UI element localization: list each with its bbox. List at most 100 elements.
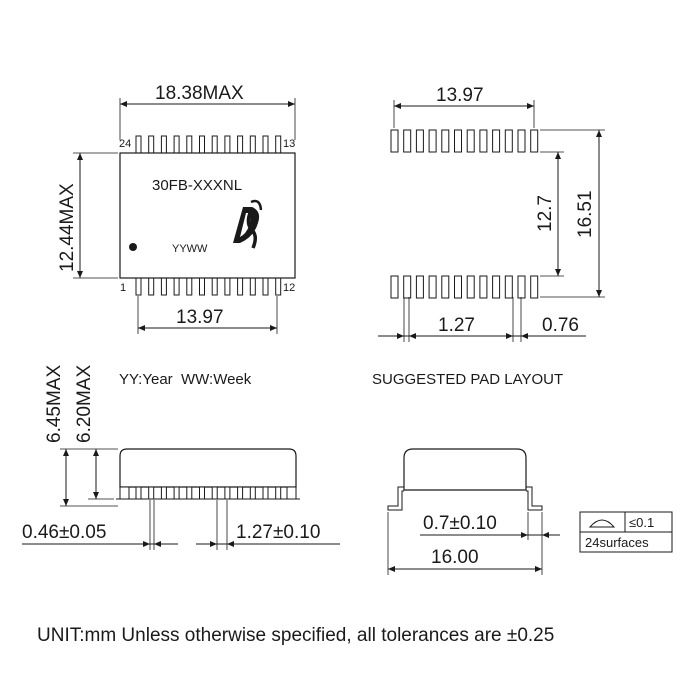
top-view-pin	[186, 135, 193, 154]
top-view-pin	[148, 135, 155, 154]
pad	[517, 129, 526, 153]
pads-lower-row	[390, 275, 539, 299]
pad	[415, 129, 424, 153]
top-view-pins-upper	[135, 135, 282, 154]
pad	[492, 275, 501, 299]
lead-width-label: 0.46±0.05	[22, 522, 106, 543]
end-foot-arrows	[521, 532, 549, 538]
top-view-pin	[160, 135, 167, 154]
foot-length-label: 0.7±0.10	[423, 513, 497, 534]
pad	[390, 275, 399, 299]
top-view-pins-lower	[135, 277, 282, 296]
date-code-label: YYWW	[172, 243, 208, 255]
top-view: 24 13 1 12 30FB-XXXNL YYWW 18.38MAX 12.4…	[57, 83, 296, 334]
pad	[441, 129, 450, 153]
pin-24-label: 24	[119, 138, 131, 150]
pin-1-label: 1	[120, 282, 126, 294]
footer-note: UNIT:mm Unless otherwise specified, all …	[37, 625, 554, 646]
top-view-pin	[237, 135, 244, 154]
pin1-dot	[129, 243, 137, 251]
pad	[479, 129, 488, 153]
end-view: 0.7±0.10 16.00 ≤0.1 24surfaces	[387, 448, 673, 575]
top-view-pin	[199, 277, 205, 296]
top-view-pin	[224, 135, 231, 154]
lead-pitch-label: 1.27±0.10	[236, 522, 320, 543]
side-view-leads	[119, 486, 297, 500]
side-view-standoff	[286, 486, 297, 500]
side-view: 6.45MAX 6.20MAX 0.46±0.05 1.27±0.10	[22, 365, 340, 550]
pad	[504, 129, 513, 153]
side-view-lead	[249, 486, 256, 500]
side-view-lead	[224, 486, 231, 500]
side-view-lead	[135, 486, 142, 500]
top-view-pin	[249, 277, 256, 296]
pad-w-arrows	[506, 333, 528, 339]
top-view-pin	[135, 277, 142, 296]
coplanarity-value: ≤0.1	[629, 515, 654, 530]
pad	[403, 275, 412, 299]
pad	[403, 129, 412, 153]
top-view-pin	[199, 135, 205, 154]
coplanarity-icon	[588, 519, 616, 528]
top-width-label: 18.38MAX	[155, 83, 244, 104]
pad	[441, 275, 450, 299]
side-view-lead	[211, 486, 218, 500]
top-height-label: 12.44MAX	[57, 183, 78, 272]
top-view-pin	[186, 277, 193, 296]
top-view-pin	[224, 277, 231, 296]
pad	[390, 129, 399, 153]
side-view-lead	[148, 486, 155, 500]
top-view-pin	[275, 277, 282, 296]
top-view-pin	[173, 277, 180, 296]
pad	[454, 275, 462, 299]
side-view-lead	[173, 486, 180, 500]
pad-outer-label: 16.51	[575, 190, 596, 238]
part-number-label: 30FB-XXXNL	[152, 177, 242, 194]
pad-pitch-arrows	[397, 333, 416, 339]
pad	[428, 275, 437, 299]
side-lp-arrows	[210, 541, 234, 547]
side-view-body	[119, 448, 297, 488]
side-view-lead	[186, 486, 193, 500]
top-view-pin	[148, 277, 155, 296]
pad-layout-caption: SUGGESTED PAD LAYOUT	[372, 371, 563, 388]
top-view-pin	[275, 135, 282, 154]
top-view-body	[119, 152, 296, 279]
top-view-pin	[211, 277, 218, 296]
pad	[466, 129, 475, 153]
pad	[504, 275, 513, 299]
side-view-lead	[160, 486, 167, 500]
side-view-lead	[275, 486, 282, 500]
pad-pitch-label: 1.27	[438, 315, 475, 336]
side-lw-arrows	[143, 541, 161, 547]
pad-inner-label: 12.7	[535, 195, 556, 232]
pad	[415, 275, 424, 299]
pin-12-label: 12	[283, 282, 295, 294]
end-right-lead	[526, 486, 543, 511]
pad	[530, 275, 539, 299]
top-view-pin	[173, 135, 180, 154]
top-view-pin	[135, 135, 142, 154]
side-h-arrows	[63, 449, 69, 506]
lead-span-label: 16.00	[431, 547, 479, 568]
top-view-pin	[160, 277, 167, 296]
pad-w-label: 0.76	[542, 315, 579, 336]
top-view-pin	[262, 135, 269, 154]
top-span-label: 13.97	[176, 307, 224, 328]
side-view-standoff	[119, 486, 130, 500]
pad-width-label: 13.97	[436, 85, 484, 106]
pad	[428, 129, 437, 153]
ds-logo-icon	[233, 199, 263, 249]
side-height-max-label: 6.45MAX	[44, 365, 65, 443]
side-view-lead	[262, 486, 269, 500]
end-left-lead	[387, 486, 404, 511]
side-view-lead	[199, 486, 205, 500]
date-code-legend: YY:Year WW:Week	[119, 371, 252, 388]
pad	[454, 129, 462, 153]
top-view-pin	[249, 135, 256, 154]
top-view-pin	[211, 135, 218, 154]
pin-13-label: 13	[283, 138, 295, 150]
pad	[530, 129, 539, 153]
pad	[517, 275, 526, 299]
